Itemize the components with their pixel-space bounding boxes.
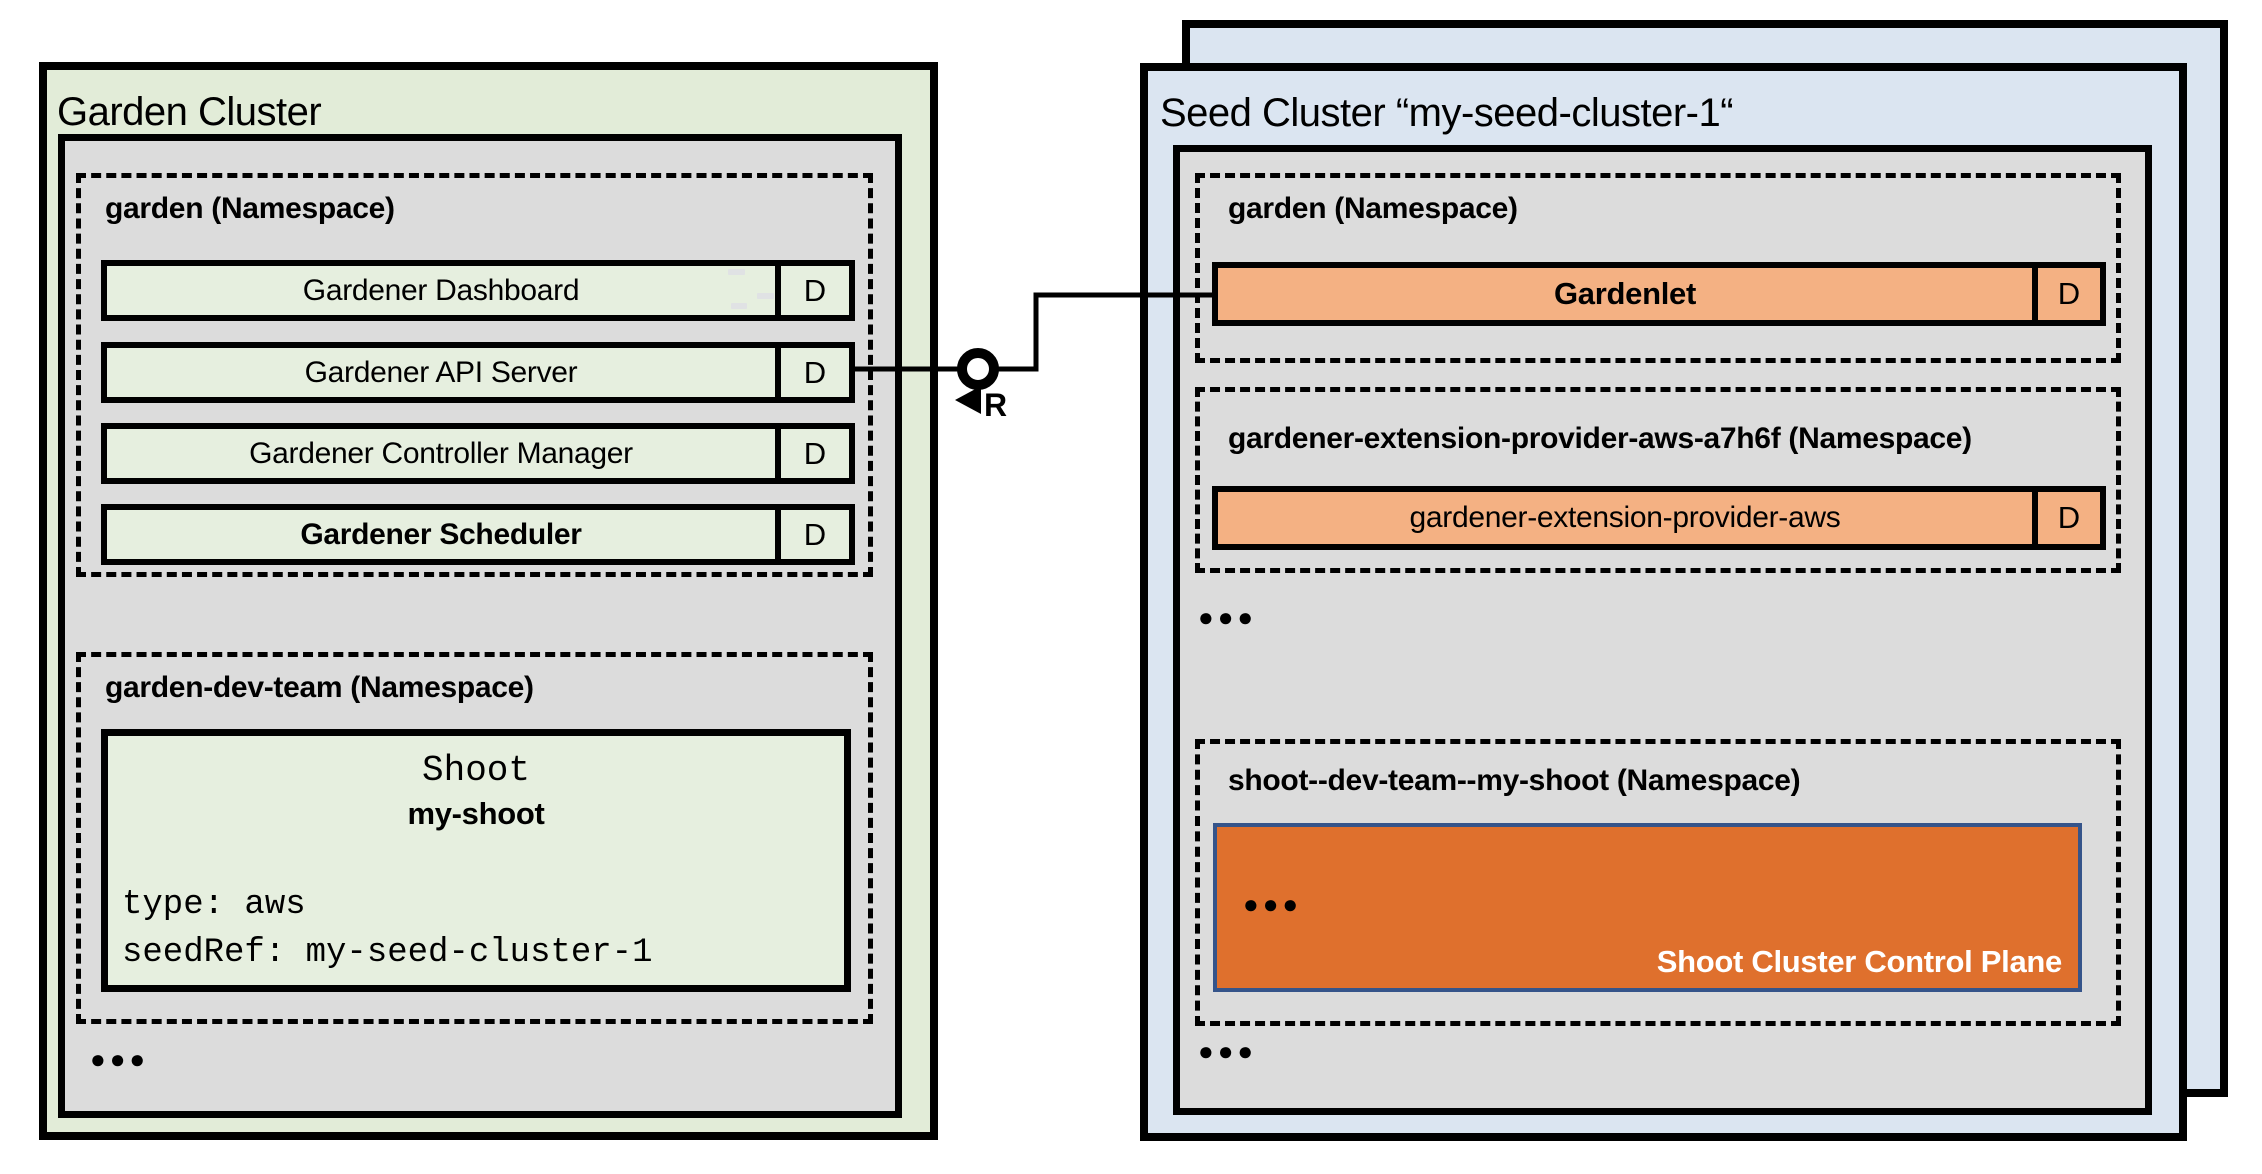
control-plane-components-ellipsis: ●●● (1243, 889, 1303, 919)
artifact-dash (731, 303, 747, 309)
deployment-badge: D (775, 429, 849, 478)
component-label: Gardenlet (1218, 268, 2032, 320)
deployment-badge: D (2032, 492, 2100, 544)
more-namespaces-ellipsis: ●●● (90, 1044, 150, 1074)
component-gardener-scheduler: Gardener Scheduler D (101, 504, 855, 565)
component-extension-provider-aws: gardener-extension-provider-aws D (1212, 486, 2106, 550)
more-shoot-namespaces-ellipsis: ●●● (1198, 1036, 1258, 1066)
component-label-text: gardener-extension-provider-aws (1409, 501, 1841, 534)
deployment-badge: D (775, 348, 849, 397)
control-plane-label: Shoot Cluster Control Plane (1656, 944, 2063, 979)
component-label: Gardener Dashboard (107, 266, 775, 315)
component-label: Gardener API Server (107, 348, 775, 397)
lollipop-interface-icon (957, 348, 999, 390)
component-label-text: Gardener Dashboard (302, 273, 580, 307)
shoot-seedref-line: seedRef: my-seed-cluster-1 (122, 934, 653, 972)
deployment-badge: D (775, 266, 849, 315)
shoot-cluster-control-plane-box: ●●● Shoot Cluster Control Plane (1213, 823, 2082, 992)
component-gardener-controller-manager: Gardener Controller Manager D (101, 423, 855, 484)
seed-cluster-title: Seed Cluster “my-seed-cluster-1“ (1160, 91, 1734, 135)
component-label: Gardener Controller Manager (107, 429, 775, 478)
artifact-dash (728, 269, 745, 275)
component-label: gardener-extension-provider-aws (1218, 492, 2032, 544)
namespace-extension-provider-aws-label: gardener-extension-provider-aws-a7h6f (N… (1228, 422, 1972, 455)
namespace-shoot-dev-team-my-shoot-label: shoot--dev-team--my-shoot (Namespace) (1228, 764, 1801, 797)
namespace-garden-label: garden (Namespace) (105, 192, 395, 225)
component-label-text: Gardener Scheduler (300, 517, 582, 551)
more-extensions-ellipsis: ●●● (1198, 602, 1258, 632)
namespace-garden-seed-label: garden (Namespace) (1228, 192, 1518, 225)
component-label: Gardener Scheduler (107, 510, 775, 559)
namespace-extension-provider-aws: gardener-extension-provider-aws-a7h6f (N… (1195, 387, 2121, 573)
namespace-garden-seed: garden (Namespace) Gardenlet D (1195, 173, 2121, 363)
component-gardenlet: Gardenlet D (1212, 262, 2106, 326)
garden-cluster-box: Garden Cluster garden (Namespace) Garden… (39, 62, 938, 1140)
component-gardener-api-server: Gardener API Server D (101, 342, 855, 403)
deployment-badge: D (2032, 268, 2100, 320)
garden-cluster-namespaces-panel: garden (Namespace) Gardener Dashboard D … (58, 134, 902, 1118)
shoot-name: my-shoot (407, 796, 545, 831)
component-gardener-dashboard: Gardener Dashboard D (101, 260, 855, 321)
namespace-garden-dev-team-label: garden-dev-team (Namespace) (105, 671, 534, 704)
artifact-dash (757, 293, 774, 299)
seed-cluster-box: Seed Cluster “my-seed-cluster-1“ garden … (1140, 63, 2187, 1141)
garden-cluster-title: Garden Cluster (57, 90, 322, 134)
component-label-text: Gardener Controller Manager (249, 436, 633, 470)
shoot-kind: Shoot (421, 750, 531, 791)
connector-r-label: R (984, 387, 1007, 423)
left-arrowhead-icon (955, 386, 981, 414)
component-label-text: Gardener API Server (304, 355, 578, 389)
seed-cluster-namespaces-panel: garden (Namespace) Gardenlet D gardener-… (1173, 145, 2152, 1115)
namespace-garden-dev-team: garden-dev-team (Namespace) Shoot my-sho… (76, 652, 873, 1024)
namespace-shoot-dev-team-my-shoot: shoot--dev-team--my-shoot (Namespace) ●●… (1195, 739, 2121, 1026)
namespace-garden: garden (Namespace) Gardener Dashboard D … (76, 173, 873, 577)
deployment-badge: D (775, 510, 849, 559)
shoot-type-line: type: aws (122, 886, 306, 924)
component-label-text: Gardenlet (1553, 276, 1696, 311)
shoot-resource-box: Shoot my-shoot type: aws seedRef: my-see… (101, 729, 851, 992)
